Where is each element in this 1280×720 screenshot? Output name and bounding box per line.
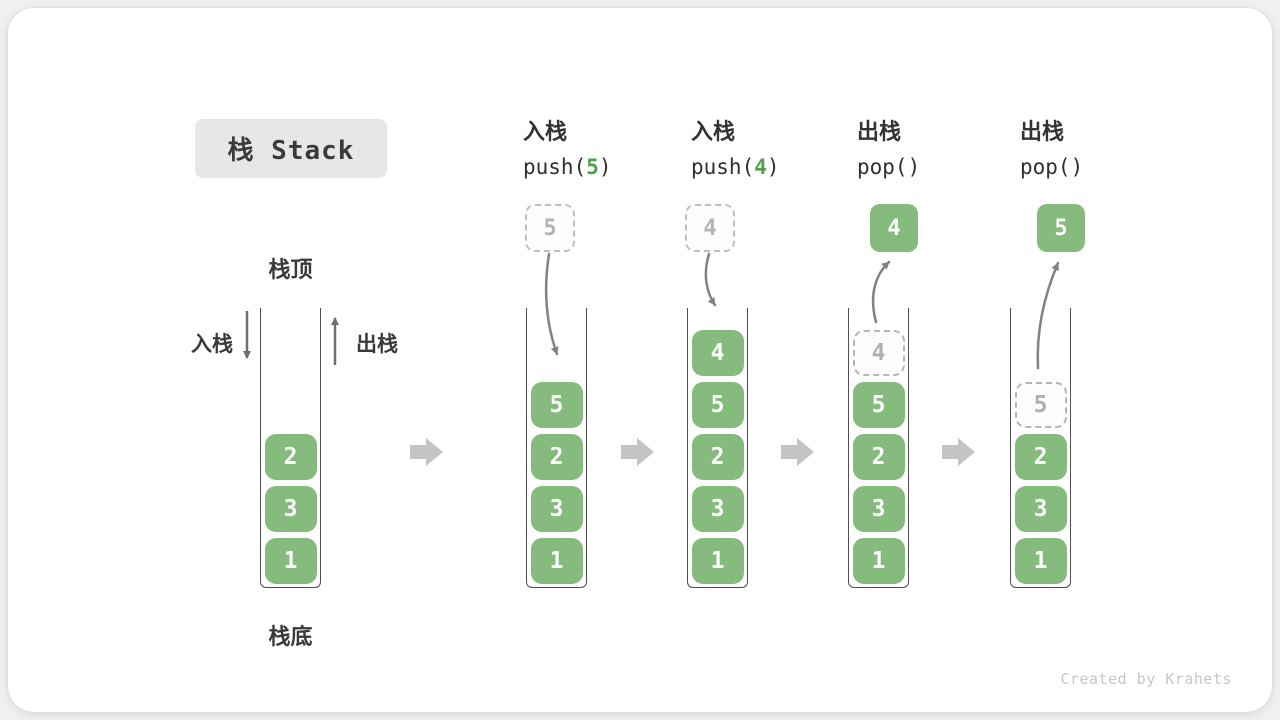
step-arrow-icon xyxy=(781,438,814,466)
op-header-push4: 入栈 push(4) xyxy=(691,114,780,179)
title-badge: 栈 Stack xyxy=(195,119,387,178)
push-direction-label: 入栈 xyxy=(191,333,233,356)
stack-item: 5 xyxy=(530,382,583,428)
step-arrow-icon xyxy=(410,438,443,466)
credit-text: Created by Krahets xyxy=(1060,670,1232,688)
push-operand-box: 4 xyxy=(685,204,735,252)
stack-item: 3 xyxy=(852,486,905,532)
stack-top-label: 栈顶 xyxy=(268,257,313,282)
push-curve-arrow-icon xyxy=(704,252,717,307)
stack-container-pop5: 1 3 2 5 xyxy=(1010,308,1071,588)
pop-direction-label: 出栈 xyxy=(356,333,398,356)
stack-container-initial: 1 3 2 xyxy=(260,308,321,588)
op-header-push5: 入栈 push(5) xyxy=(523,114,612,179)
stack-slot-ghost: 5 xyxy=(1014,382,1067,428)
op-code-label: pop() xyxy=(857,155,921,179)
stack-item: 3 xyxy=(264,486,317,532)
step-arrow-icon xyxy=(621,438,654,466)
stack-bottom-label: 栈底 xyxy=(268,624,313,649)
stack-item: 2 xyxy=(530,434,583,480)
stack-item: 1 xyxy=(264,538,317,584)
push-operand-box: 5 xyxy=(525,204,575,252)
stack-item: 2 xyxy=(852,434,905,480)
step-arrow-icon xyxy=(942,438,975,466)
stack-container-push5: 1 3 2 5 xyxy=(526,308,587,588)
title-label: 栈 Stack xyxy=(227,136,355,166)
stack-item: 4 xyxy=(691,330,744,376)
stack-item: 1 xyxy=(530,538,583,584)
stack-item: 5 xyxy=(852,382,905,428)
stack-container-push4: 1 3 2 5 4 xyxy=(687,308,748,588)
op-cn-label: 入栈 xyxy=(523,119,568,144)
stack-item: 1 xyxy=(852,538,905,584)
op-code-label: push(5) xyxy=(523,155,612,179)
op-cn-label: 出栈 xyxy=(1020,119,1065,144)
op-code-label: push(4) xyxy=(691,155,780,179)
stack-item: 1 xyxy=(1014,538,1067,584)
arrows-overlay xyxy=(243,252,1060,466)
popped-value-box: 5 xyxy=(1037,204,1085,252)
op-header-pop5: 出栈 pop() xyxy=(1020,114,1083,179)
op-code-label: pop() xyxy=(1020,155,1084,179)
stack-item: 3 xyxy=(691,486,744,532)
op-header-pop4: 出栈 pop() xyxy=(857,114,920,179)
stack-item: 2 xyxy=(691,434,744,480)
diagram-card: 栈 Stack 栈顶 栈底 入栈 出栈 入栈 push(5) 入栈 push(4… xyxy=(8,8,1272,712)
stack-slot-ghost: 4 xyxy=(852,330,905,376)
stack-item: 2 xyxy=(1014,434,1067,480)
op-cn-label: 出栈 xyxy=(857,119,902,144)
stack-item: 3 xyxy=(1014,486,1067,532)
popped-value-box: 4 xyxy=(870,204,918,252)
stack-item: 2 xyxy=(264,434,317,480)
op-cn-label: 入栈 xyxy=(691,119,736,144)
stack-container-pop4: 1 3 2 5 4 xyxy=(848,308,909,588)
stack-item: 1 xyxy=(691,538,744,584)
stack-item: 5 xyxy=(691,382,744,428)
stack-item: 3 xyxy=(530,486,583,532)
